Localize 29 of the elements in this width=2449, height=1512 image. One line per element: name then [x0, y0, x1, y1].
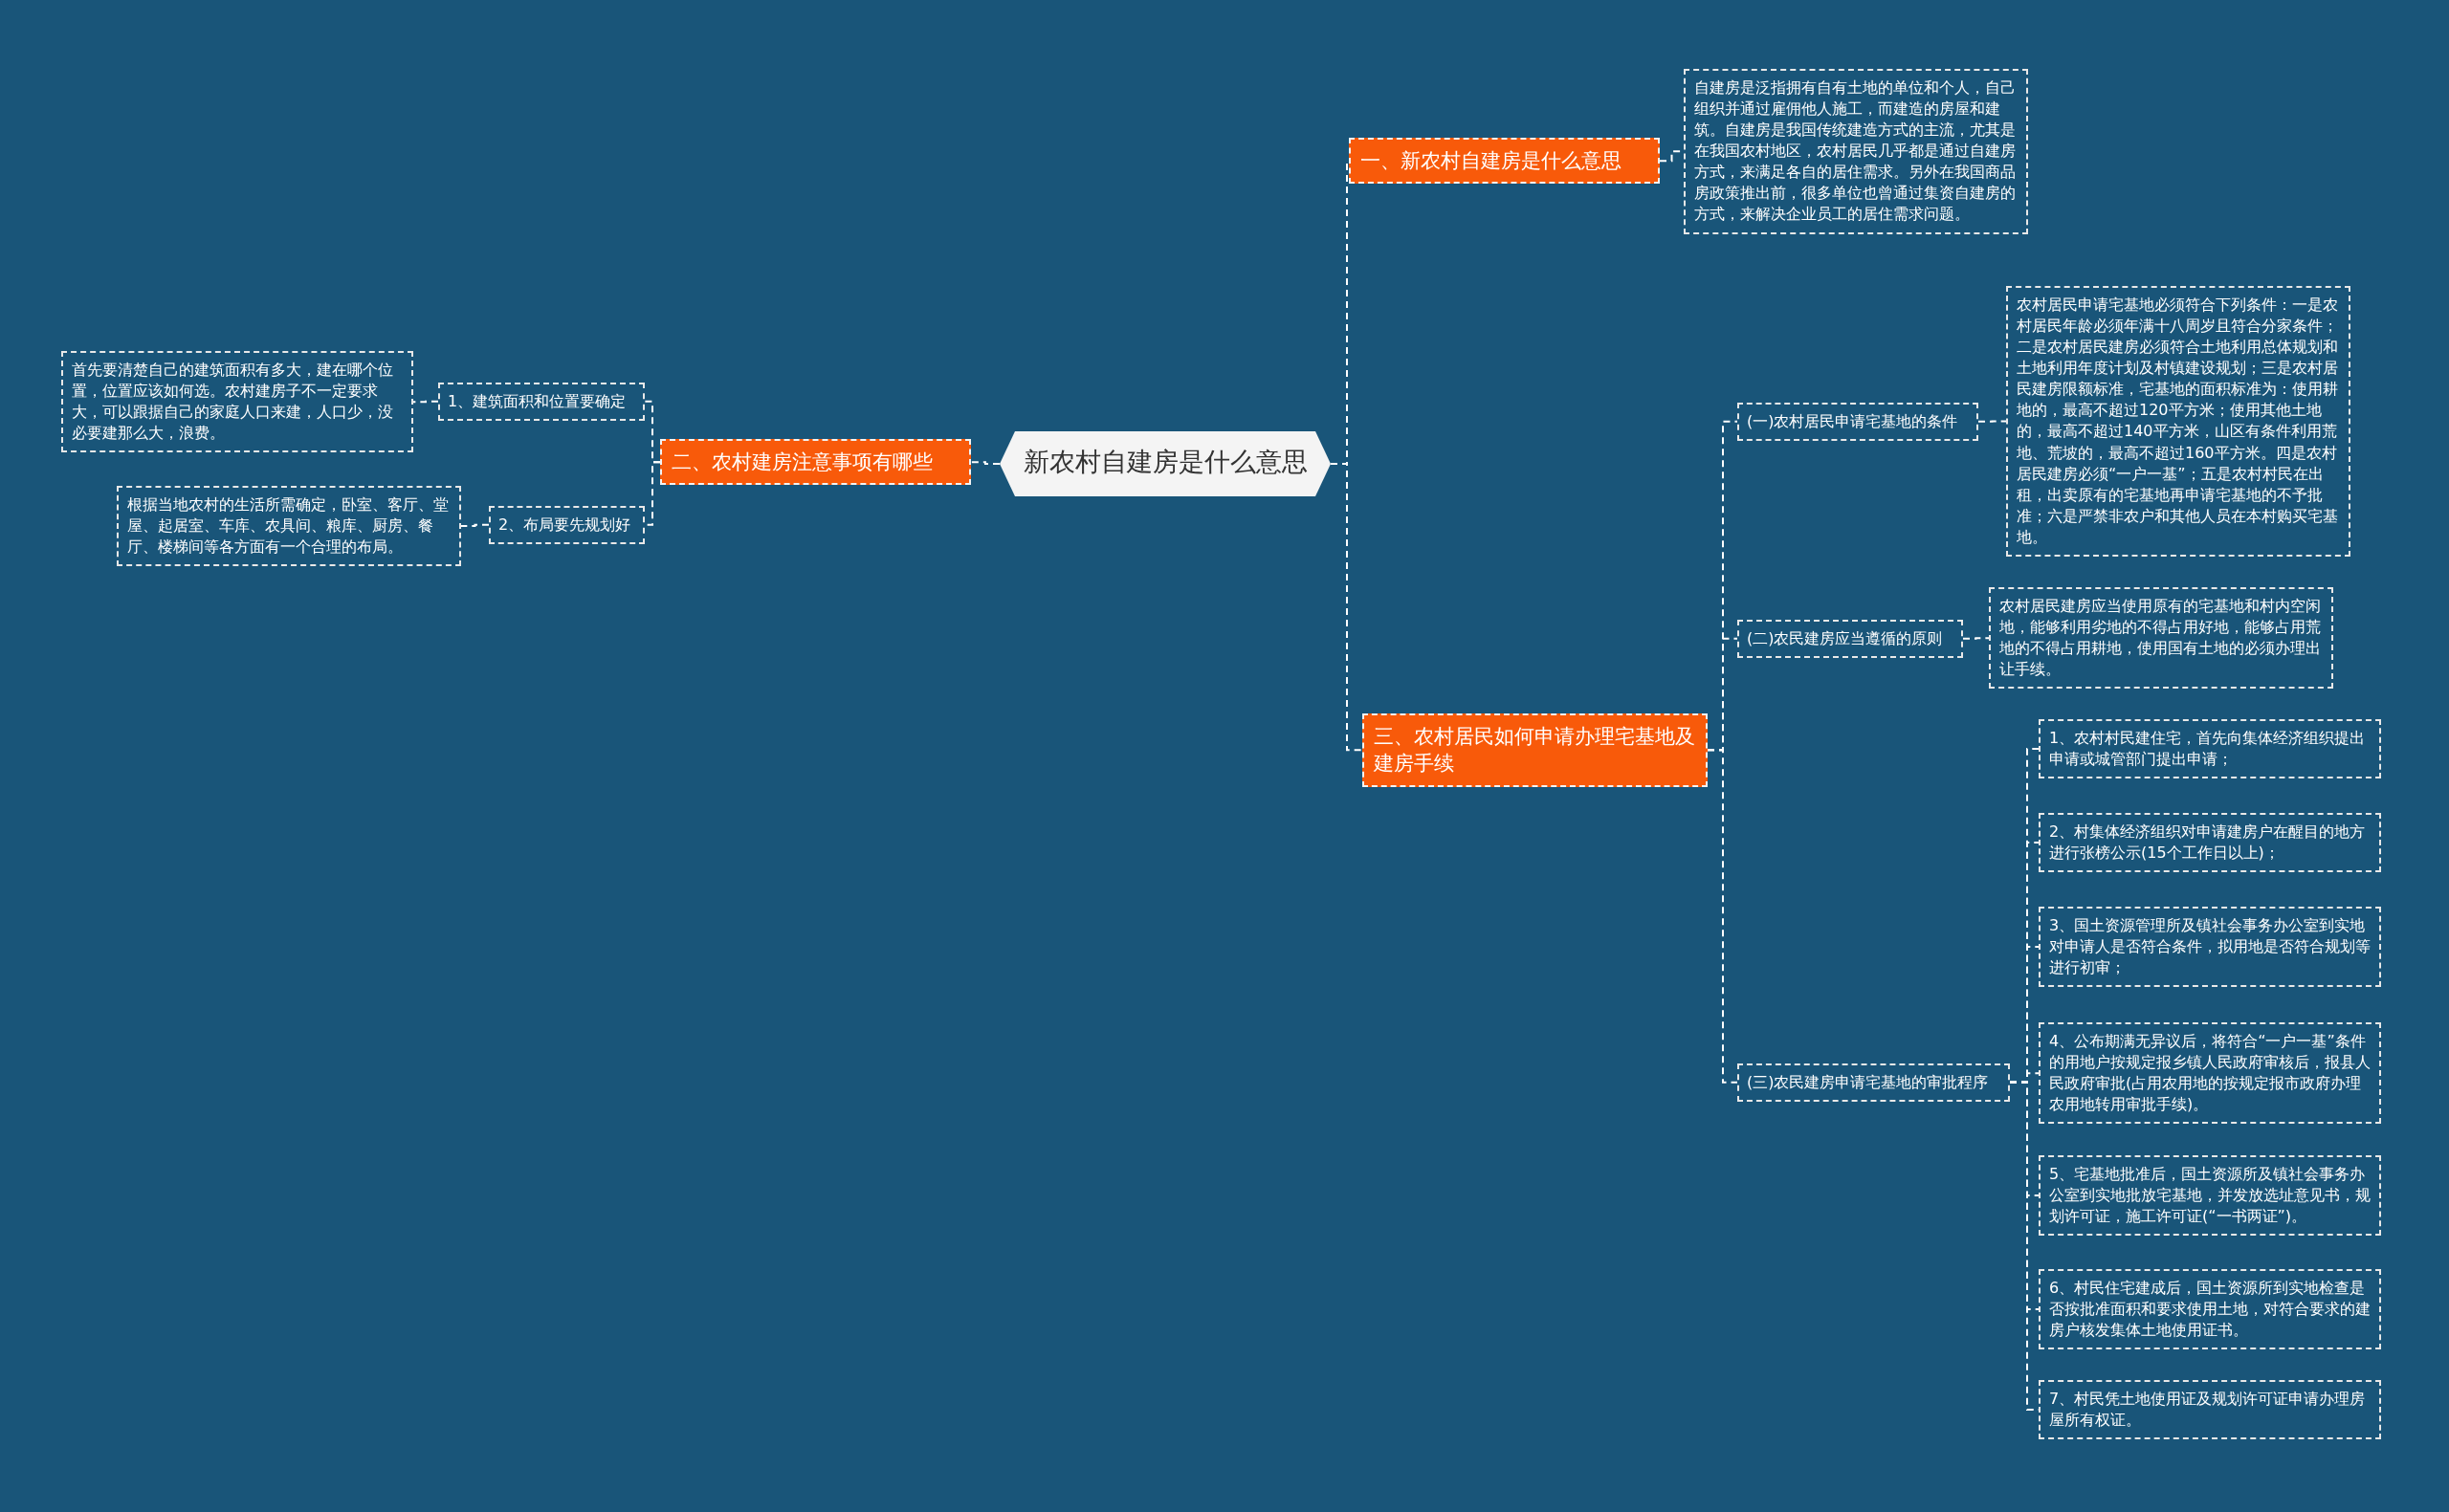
connector-line [1977, 420, 2007, 423]
subtopic-box: 1、建筑面积和位置要确定 [438, 383, 645, 421]
subtopic-box: (一)农村居民申请宅基地的条件 [1737, 403, 1978, 441]
connector-line [1962, 637, 1990, 640]
topic-box: 一、新农村自建房是什么意思 [1349, 138, 1660, 185]
note-box: 6、村民住宅建成后，国土资源所到实地检查是否按批准面积和要求使用土地，对符合要求的建房户核发集体土地使用证书。 [2039, 1269, 2381, 1350]
note-box: 7、村民凭土地使用证及规划许可证申请办理房屋所有权证。 [2039, 1380, 2381, 1440]
note-box: 自建房是泛指拥有自有土地的单位和个人，自己组织并通过雇佣他人施工，而建造的房屋和建筑。自建房是我国传统建造方式的主流，尤其是在我国农村地区，农村居民几乎都是通过自建房方式，来满足各自的居住需求。另外在我国商品房政策推出前，很多单位也曾通过集资自建房的方式，来解决企业员工的居住需求问题。 [1684, 69, 2028, 234]
connector-line [1707, 749, 1738, 1084]
connector-line [460, 523, 490, 528]
note-box: 4、公布期满无异议后，将符合“一户一基”条件的用地户按规定报乡镇人民政府审核后，报县人民政府审批(占用农用地的按规定报市政府办理农用地转用审批手续)。 [2039, 1022, 2381, 1125]
note-box: 农村居民建房应当使用原有的宅基地和村内空闲地，能够利用劣地的不得占用好地，能够占用荒地的不得占用耕地，使用国有土地的必须办理出让手续。 [1989, 587, 2333, 690]
connector-line [412, 400, 439, 404]
topic-box: 二、农村建房注意事项有哪些 [660, 439, 971, 486]
connector-line [2009, 1081, 2040, 1412]
subtopic-box: 2、布局要先规划好 [489, 506, 645, 544]
note-box: 2、村集体经济组织对申请建房户在醒目的地方进行张榜公示(15个工作日以上)； [2039, 813, 2381, 873]
note-box: 首先要清楚自己的建筑面积有多大，建在哪个位置，位置应该如何选。农村建房子不一定要求大，可以跟据自己的家庭人口来建，人口少，没必要建那么大，浪费。 [61, 351, 413, 453]
central-topic-hexagon: 新农村自建房是什么意思 [1000, 431, 1331, 496]
note-box: 1、农村村民建住宅，首先向集体经济组织提出申请或城管部门提出申请； [2039, 719, 2381, 779]
connector-line [970, 461, 1001, 465]
note-box: 3、国土资源管理所及镇社会事务办公室到实地对申请人是否符合条件，拟用地是否符合规划等进行初审； [2039, 907, 2381, 988]
topic-box: 三、农村居民如何申请办理宅基地及建房手续 [1362, 713, 1708, 787]
note-box: 根据当地农村的生活所需确定，卧室、客厅、堂屋、起居室、车库、农具间、粮库、厨房、餐厅、楼梯间等各方面有一个合理的布局。 [117, 486, 461, 567]
note-box: 5、宅基地批准后，国土资源所及镇社会事务办公室到实地批放宅基地，并发放选址意见书，规划许可证，施工许可证(“一书两证”)。 [2039, 1155, 2381, 1237]
subtopic-box: (二)农民建房应当遵循的原则 [1737, 620, 1963, 658]
note-box: 农村居民申请宅基地必须符合下列条件：一是农村居民年龄必须年满十八周岁且符合分家条件；二是农村居民建房必须符合土地利用总体规划和土地利用年度计划及村镇建设规划；三是农村居民建房限额标准，宅基地的面积标准为：使用耕地的，最高不超过120平方米；使用其他土地的，最高不超过140平方米，山区有条件利用荒地、荒坡的，最高不超过160平方米。四是农村居民建房必须“一户一基”；五是农村村民在出租，出卖原有的宅基地再申请宅基地的不予批准；六是严禁非农户和其他人员在本村购买宅基地。 [2006, 286, 2350, 557]
subtopic-box: (三)农民建房申请宅基地的审批程序 [1737, 1063, 2010, 1102]
connector-line [1330, 463, 1363, 752]
